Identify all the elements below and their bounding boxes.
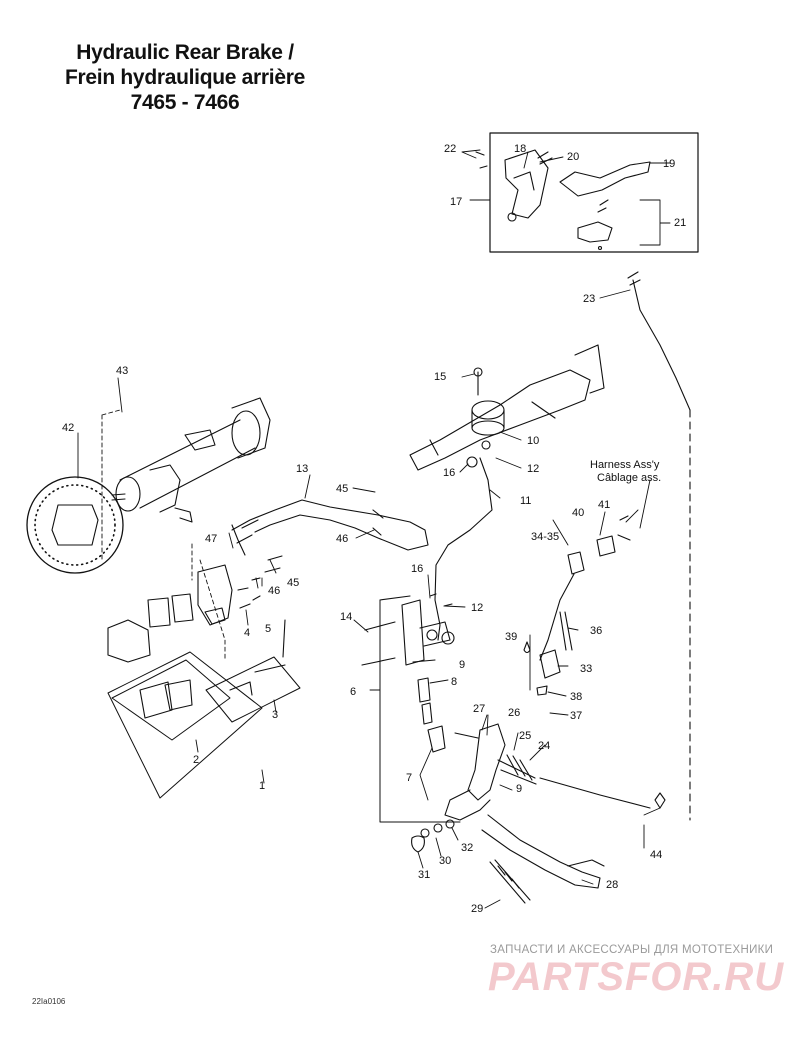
- brake-pad-kit: [139, 679, 193, 719]
- harness-label-fr: Câblage ass.: [597, 472, 661, 484]
- kit-box-3: [205, 656, 301, 723]
- callout-8: 8: [451, 676, 457, 688]
- callout-46b: 46: [268, 585, 280, 597]
- callout-32: 32: [461, 842, 473, 854]
- callout-15: 15: [434, 371, 446, 383]
- callout-19: 19: [663, 158, 675, 170]
- brake-pedal: [411, 723, 666, 904]
- callout-13: 13: [296, 463, 308, 475]
- rear-caliper: [107, 524, 283, 663]
- pedal-master-cylinder: [361, 593, 455, 753]
- title-line-2: Frein hydraulique arrière: [65, 66, 305, 89]
- callout-2: 2: [193, 754, 199, 766]
- callout-40: 40: [572, 507, 584, 519]
- callout-27: 27: [473, 703, 485, 715]
- callout-46a: 46: [336, 533, 348, 545]
- callout-33: 33: [580, 663, 592, 675]
- callout-14: 14: [340, 611, 352, 623]
- callout-17: 17: [450, 196, 462, 208]
- callout-25: 25: [519, 730, 531, 742]
- callout-22: 22: [444, 143, 456, 155]
- callout-12b: 12: [471, 602, 483, 614]
- callout-45b: 45: [287, 577, 299, 589]
- callout-34-35: 34-35: [531, 531, 559, 543]
- callout-12a: 12: [527, 463, 539, 475]
- callout-18: 18: [514, 143, 526, 155]
- bracket-group-6: [379, 599, 461, 823]
- callout-31: 31: [418, 869, 430, 881]
- callout-16a: 16: [443, 467, 455, 479]
- hub-axle: [111, 397, 271, 523]
- diagram-title: Hydraulic Rear Brake / Frein hydraulique…: [0, 40, 370, 115]
- brake-disc: [26, 476, 124, 574]
- callout-47: 47: [205, 533, 217, 545]
- watermark-logo: PARTSFOR.RU: [488, 955, 785, 999]
- watermark-tagline: ЗАПЧАСТИ И АКСЕССУАРЫ ДЛЯ МОТОТЕХНИКИ: [490, 944, 774, 956]
- callout-29: 29: [471, 903, 483, 915]
- callout-24: 24: [538, 740, 550, 752]
- callout-44: 44: [650, 849, 662, 861]
- cable-23: [632, 279, 691, 411]
- title-line-1: Hydraulic Rear Brake /: [76, 41, 294, 64]
- brake-hose-11: [434, 457, 493, 641]
- callout-38: 38: [570, 691, 582, 703]
- callout-41: 41: [598, 499, 610, 511]
- lever-group-box: [489, 132, 699, 253]
- callout-6: 6: [350, 686, 356, 698]
- callout-9b: 9: [516, 783, 522, 795]
- kit-box-1: [107, 651, 263, 799]
- callout-labels: 22 18 20 19 17 21 23 43 15 42 10 16 12 1…: [62, 143, 686, 915]
- callout-10: 10: [527, 435, 539, 447]
- callout-11: 11: [520, 495, 531, 507]
- title-line-3: 7465 - 7466: [130, 91, 240, 114]
- callout-21: 21: [674, 217, 686, 229]
- callout-9a: 9: [459, 659, 465, 671]
- rear-master-cylinder: [409, 344, 605, 471]
- callout-39: 39: [505, 631, 517, 643]
- master-cylinder-lever-part: [475, 149, 651, 251]
- leader-lines: [77, 149, 671, 909]
- figure-code: 22Ia0106: [32, 997, 66, 1006]
- brake-hose-13: [231, 499, 429, 551]
- callout-20: 20: [567, 151, 579, 163]
- callout-7: 7: [406, 772, 412, 784]
- brake-light-switch: [523, 515, 631, 696]
- callout-5: 5: [265, 623, 271, 635]
- callout-45a: 45: [336, 483, 348, 495]
- callout-1: 1: [259, 780, 265, 792]
- callout-37: 37: [570, 710, 582, 722]
- callout-23: 23: [583, 293, 595, 305]
- callout-42: 42: [62, 422, 74, 434]
- harness-label-en: Harness Ass'y: [590, 459, 660, 471]
- kit-box-2: [111, 659, 231, 741]
- callout-28: 28: [606, 879, 618, 891]
- callout-43: 43: [116, 365, 128, 377]
- callout-4: 4: [244, 627, 250, 639]
- callout-16b: 16: [411, 563, 423, 575]
- callout-3: 3: [272, 709, 278, 721]
- callout-36: 36: [590, 625, 602, 637]
- callout-30: 30: [439, 855, 451, 867]
- callout-26: 26: [508, 707, 520, 719]
